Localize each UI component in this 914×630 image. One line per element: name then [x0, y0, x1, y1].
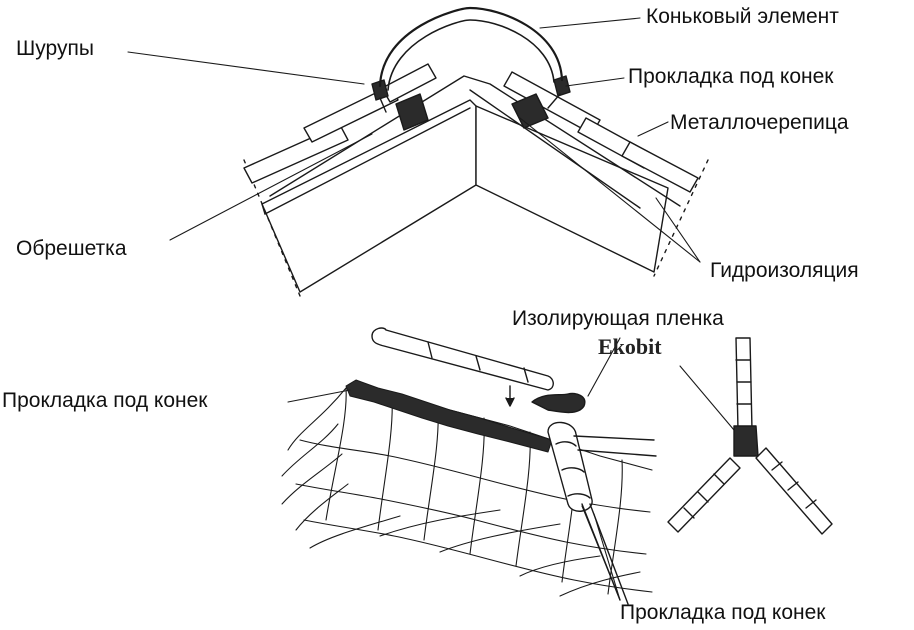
y-connector-left-arm — [667, 457, 741, 533]
metal-tile-left — [243, 63, 437, 184]
tile-grid — [281, 387, 653, 597]
roof-panel-right-face — [475, 105, 669, 273]
y-connector-top-arm — [735, 337, 753, 431]
ridge-cross-section — [127, 6, 709, 297]
roof-panel-edge — [261, 203, 266, 215]
ridge-cylinder — [547, 421, 593, 512]
dotted-outline-right — [653, 159, 709, 277]
y-connector-hub — [733, 425, 759, 457]
leader-lines-top — [127, 17, 701, 263]
roof-tile-perspective — [281, 327, 657, 605]
ridge-gasket-left-block — [395, 93, 429, 131]
roof-panel-left-face — [261, 99, 477, 293]
y-connector — [667, 337, 833, 535]
ridge-gasket-strip — [345, 379, 553, 453]
label-ridge-gasket-top: Прокладка под конек — [628, 65, 834, 88]
ridge-cap-piece — [371, 327, 554, 391]
waterproofing-film — [269, 75, 681, 207]
label-ridge-gasket-bottom: Прокладка под конек — [620, 601, 826, 624]
label-brand-ekobit: Ekobit — [598, 334, 662, 359]
insulating-film-piece — [531, 392, 586, 414]
dotted-outline-left — [243, 159, 301, 297]
label-screws: Шурупы — [16, 37, 94, 60]
leader-lines-bottom — [287, 337, 621, 601]
label-insulating-film: Изолирующая пленка — [512, 307, 724, 330]
label-metal-tile: Металлочерепица — [670, 111, 849, 134]
label-battens: Обрешетка — [16, 237, 127, 260]
y-connector-right-arm — [755, 447, 833, 535]
ridge-element-arc — [378, 6, 564, 88]
label-ridge-gasket-left: Прокладка под конек — [2, 389, 208, 412]
label-waterproofing: Гидроизоляция — [710, 259, 859, 282]
label-ridge-element: Коньковый элемент — [646, 5, 839, 28]
